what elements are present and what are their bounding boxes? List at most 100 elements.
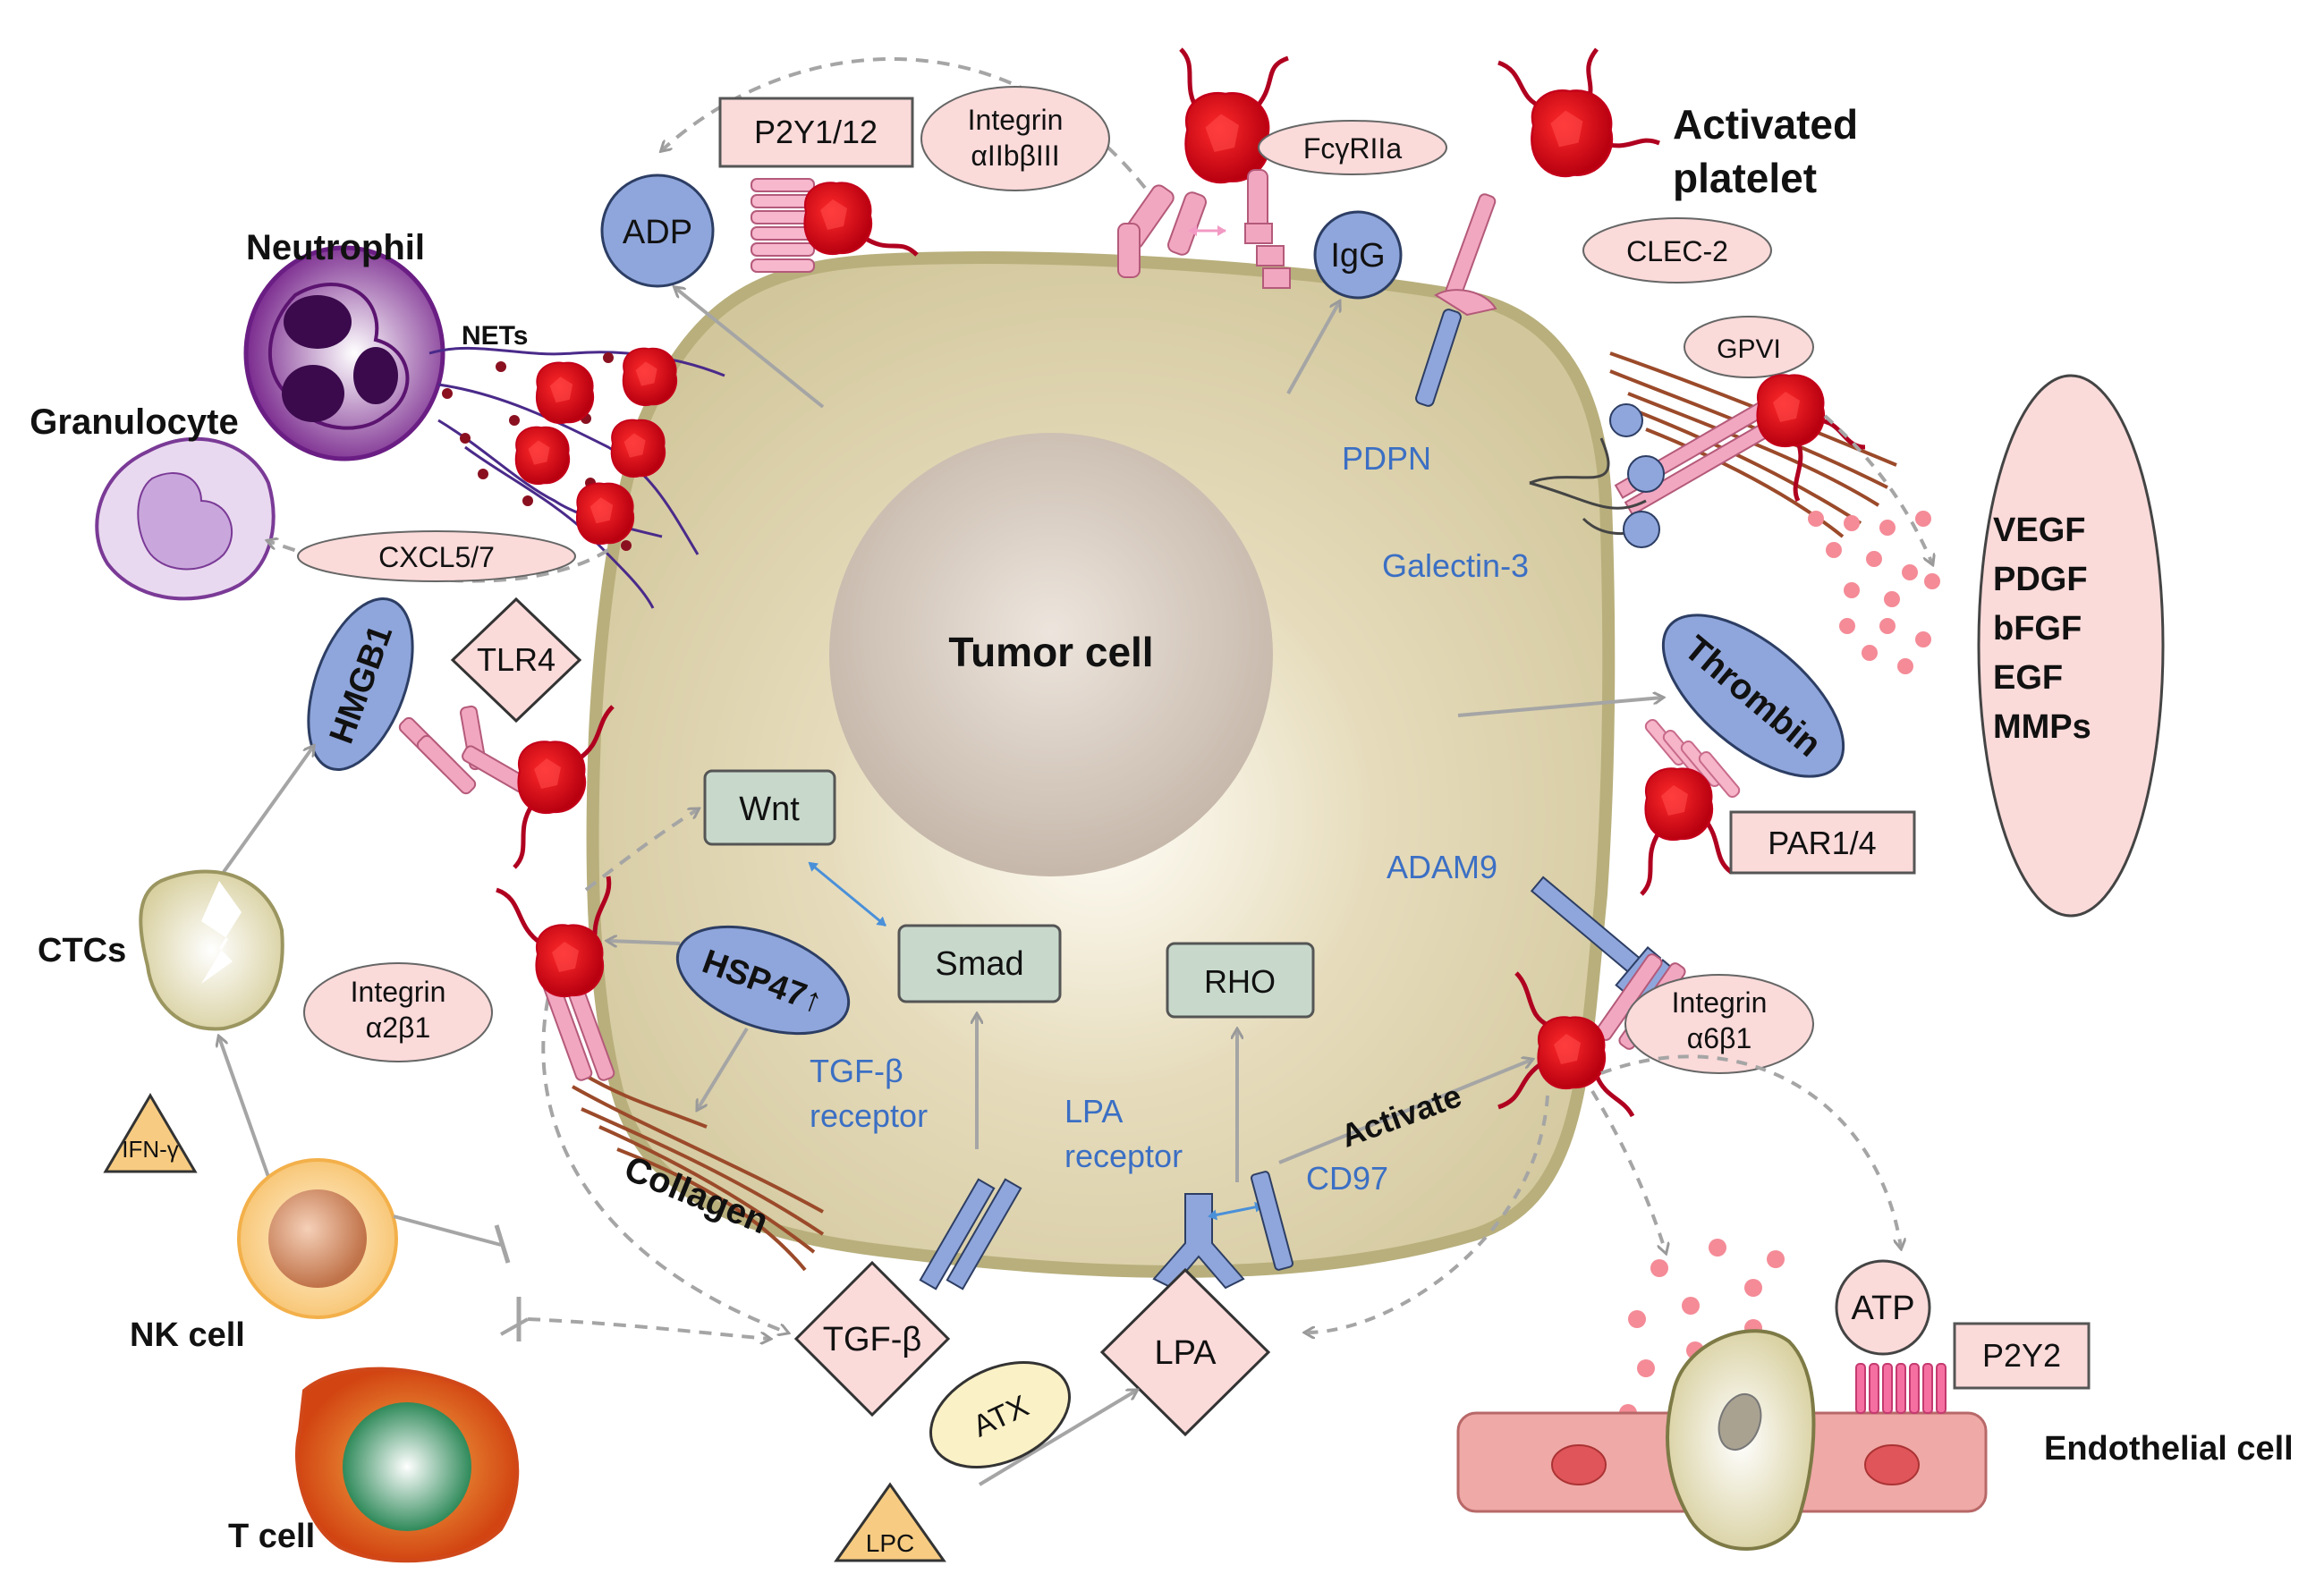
- svg-text:ATP: ATP: [1851, 1290, 1914, 1327]
- tgfb-receptor: [919, 1178, 1022, 1291]
- arrow-ctc-to-hmgb1: [222, 747, 313, 874]
- svg-text:TLR4: TLR4: [477, 641, 556, 678]
- lpc-molecule: LPC: [834, 1482, 946, 1562]
- svg-text:CXCL5/7: CXCL5/7: [378, 541, 495, 573]
- svg-text:P2Y1/12: P2Y1/12: [754, 114, 878, 150]
- svg-text:FcγRIIa: FcγRIIa: [1303, 132, 1402, 165]
- granulocyte-label: Granulocyte: [30, 402, 238, 442]
- growth-factor-item: PDGF: [1993, 561, 2088, 598]
- smad-box: Smad: [897, 924, 1062, 1003]
- atp-molecule: ATP: [1835, 1259, 1931, 1356]
- gpvi-label: GPVI: [1684, 316, 1814, 378]
- integrin-aiib-label: Integrin αIIbβIII: [920, 86, 1110, 191]
- platelet-top-left: [803, 182, 919, 257]
- platelet-tlr4: [513, 705, 615, 869]
- clec2-label: CLEC-2: [1582, 217, 1772, 283]
- arrow-hsp47-to-platelet: [608, 941, 681, 944]
- tgfb-molecule: TGF-β: [793, 1260, 951, 1417]
- galectin3-molecule: [1529, 403, 1665, 548]
- arrow-lpar-cd97: [1208, 1201, 1264, 1221]
- arrow-hsp47-to-collagen: [698, 1027, 749, 1109]
- inhibit-t: [500, 1317, 529, 1336]
- growth-factor-item: MMPs: [1993, 708, 2091, 746]
- neutrophil-cell: [243, 245, 445, 461]
- svg-text:GPVI: GPVI: [1717, 334, 1781, 364]
- clec2-head: [1434, 289, 1497, 317]
- arrow-dashed-to-atp: [1600, 1054, 1901, 1248]
- galectin3-label: Galectin-3: [1382, 547, 1529, 584]
- nk-cell: [237, 1158, 398, 1319]
- activated-platelet-label: Activated: [1673, 101, 1858, 148]
- svg-text:Integrin: Integrin: [1672, 986, 1768, 1019]
- lpa-receptor-label-2: receptor: [1064, 1138, 1183, 1174]
- p2y2-label: P2Y2: [1953, 1322, 2091, 1390]
- adam9-label: ADAM9: [1387, 849, 1497, 885]
- svg-text:α6β1: α6β1: [1687, 1022, 1752, 1054]
- rho-box: RHO: [1166, 942, 1315, 1019]
- p2y1-12-label: P2Y1/12: [718, 97, 914, 168]
- nk-cell-label: NK cell: [130, 1316, 245, 1354]
- endothelial-dots: [1619, 1239, 1785, 1422]
- fcgriia-label: FcγRIIa: [1258, 120, 1447, 175]
- atx-molecule: ATX: [929, 1361, 1071, 1468]
- t-cell-label: T cell: [228, 1518, 315, 1555]
- svg-text:LPA: LPA: [1154, 1334, 1217, 1372]
- growth-factor-item: EGF: [1993, 659, 2063, 697]
- endothelial-cell-label: Endothelial cell: [2044, 1430, 2294, 1468]
- activated-platelet-label-2: platelet: [1673, 155, 1817, 201]
- par1-4-receptor: [1644, 718, 1741, 799]
- endothelial-cell: [1456, 1329, 1988, 1551]
- svg-text:P2Y2: P2Y2: [1982, 1337, 2061, 1374]
- hsp47-molecule: HSP47↑: [675, 925, 851, 1036]
- platelet-gpvi: [1756, 374, 1866, 503]
- platelet-activated: [1497, 47, 1660, 178]
- tgfb-receptor-label: TGF-β: [810, 1053, 903, 1089]
- arrow-wnt-smad: [808, 861, 886, 927]
- svg-text:ADP: ADP: [623, 214, 692, 251]
- tumor-cell-label: Tumor cell: [948, 629, 1153, 675]
- tlr4-label: TLR4: [450, 597, 582, 724]
- svg-text:α2β1: α2β1: [366, 1011, 431, 1044]
- lpa-molecule: LPA: [1099, 1267, 1271, 1437]
- adp-molecule: ADP: [600, 173, 715, 288]
- arrow-activate: [1278, 1060, 1531, 1164]
- arrow-atx-to-lpa: [978, 1391, 1136, 1486]
- arrow-tumor-to-thrombin: [1457, 698, 1662, 717]
- ifng-molecule: IFN-γ: [103, 1093, 198, 1173]
- svg-text:LPC: LPC: [866, 1529, 914, 1557]
- arrow-dashed-platelet-wnt: [584, 809, 698, 892]
- cd97-receptor: [1251, 1171, 1293, 1271]
- arrow-dashed-to-dots: [1590, 1089, 1666, 1252]
- svg-text:PAR1/4: PAR1/4: [1768, 825, 1876, 861]
- arrow-nk-to-ctc: [219, 1037, 275, 1190]
- svg-text:IFN-γ: IFN-γ: [122, 1136, 179, 1163]
- igg-molecule: IgG: [1313, 210, 1403, 300]
- par1-4-label: PAR1/4: [1729, 810, 1916, 875]
- wnt-box: Wnt: [703, 769, 836, 846]
- p2y2-receptor: [1855, 1363, 1947, 1414]
- svg-text:Integrin: Integrin: [351, 976, 446, 1008]
- clec2-stalk: [1445, 193, 1497, 299]
- svg-text:Smad: Smad: [935, 945, 1023, 983]
- svg-text:Integrin: Integrin: [968, 104, 1064, 136]
- integrin-a6b1-label: Integrin α6β1: [1624, 974, 1814, 1074]
- tgfb-receptor-label-2: receptor: [810, 1097, 928, 1134]
- arrow-tumor-to-adp: [675, 288, 825, 409]
- inhibit-nk: [393, 1214, 502, 1247]
- lpa-receptor-label: LPA: [1064, 1093, 1123, 1130]
- svg-text:αIIbβIII: αIIbβIII: [971, 140, 1059, 172]
- collagen-fibers-left: [572, 1071, 825, 1272]
- platelet-a6b1: [1497, 971, 1635, 1118]
- platelet-a2b1: [496, 876, 612, 998]
- arrow-dashed-gf: [1823, 414, 1932, 563]
- growth-factor-item: VEGF: [1993, 512, 2085, 549]
- t-cell: [295, 1367, 520, 1563]
- pdpn-label: PDPN: [1342, 440, 1431, 477]
- platelet-par: [1640, 767, 1733, 896]
- svg-text:RHO: RHO: [1204, 963, 1276, 1000]
- cd97-label: CD97: [1306, 1160, 1388, 1197]
- pdpn-receptor: [1415, 309, 1462, 407]
- hmgb1-molecule: HMGB1: [307, 597, 414, 772]
- arrow-dashed-to-lpa: [1306, 1095, 1549, 1333]
